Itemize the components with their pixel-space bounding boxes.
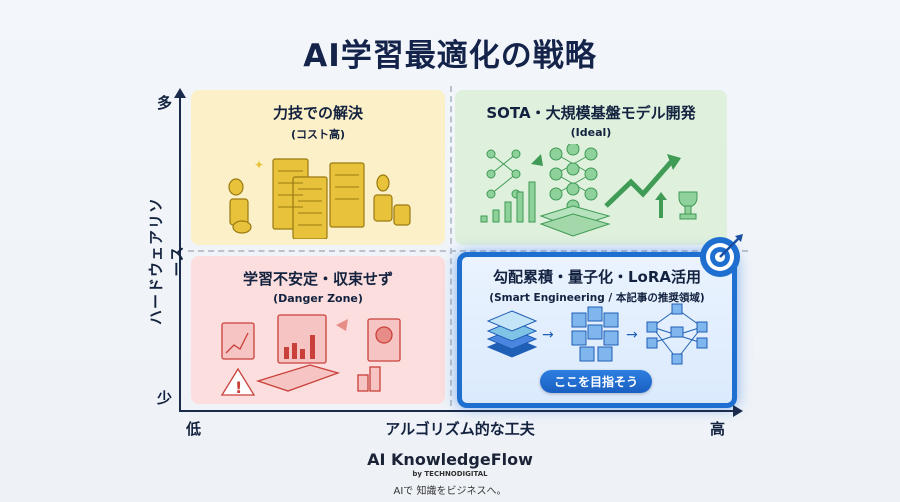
- x-axis-arrow-icon: [733, 405, 743, 417]
- layers-cubes-network-icon: → →: [462, 303, 732, 365]
- vertical-divider: [450, 86, 452, 406]
- quadrant-smart-engineering: 勾配累積・量子化・LoRA活用 (Smart Engineering / 本記事…: [457, 252, 737, 408]
- target-icon: [699, 232, 745, 278]
- goal-badge: ここを目指そう: [540, 370, 653, 393]
- quadrant-danger-zone: 学習不安定・収束せず (Danger Zone) !: [191, 256, 445, 404]
- quadrant-subtitle: (Smart Engineering / 本記事の推奨領域): [489, 292, 705, 304]
- y-axis: [179, 96, 181, 411]
- y-axis-title: ハードウェアリソース: [147, 197, 186, 326]
- brand-tagline: AIで 知識をビジネスへ。: [393, 486, 507, 497]
- svg-text:→: →: [626, 327, 638, 343]
- brand-name: AI KnowledgeFlow: [367, 450, 533, 469]
- svg-text:→: →: [542, 327, 554, 343]
- broken-computer-warning-icon: !: [191, 313, 445, 398]
- brand-byline: by TECHNODIGITAL: [412, 470, 488, 478]
- horizontal-divider: [188, 250, 748, 252]
- quadrant-title: 力技での解決: [272, 104, 363, 122]
- quadrant-subtitle: (Danger Zone): [273, 292, 363, 305]
- y-axis-arrow-icon: [174, 88, 186, 98]
- quadrant-subtitle: (Ideal): [570, 126, 612, 139]
- page-title: AI学習最適化の戦略: [303, 38, 597, 74]
- x-axis: [179, 410, 734, 412]
- neural-network-growth-icon: [455, 144, 727, 239]
- quadrant-brute-force: 力技での解決 (コスト高) ✦: [191, 90, 445, 245]
- quadrant-title: 勾配累積・量子化・LoRA活用: [492, 268, 702, 286]
- quadrant-title: 学習不安定・収束せず: [242, 270, 393, 288]
- y-axis-low-label: 少: [157, 389, 173, 407]
- quadrant-subtitle: (コスト高): [290, 128, 346, 141]
- svg-text:✦: ✦: [254, 158, 264, 172]
- quadrant-title: SOTA・大規模基盤モデル開発: [486, 104, 696, 122]
- x-axis-title: アルゴリズム的な工夫: [385, 420, 535, 438]
- svg-text:!: !: [235, 378, 242, 397]
- y-axis-high-label: 多: [157, 94, 173, 112]
- x-axis-low-label: 低: [186, 420, 202, 438]
- x-axis-high-label: 高: [710, 420, 726, 438]
- quadrant-ideal: SOTA・大規模基盤モデル開発 (Ideal): [455, 90, 727, 245]
- server-racks-coins-icon: ✦: [191, 149, 445, 239]
